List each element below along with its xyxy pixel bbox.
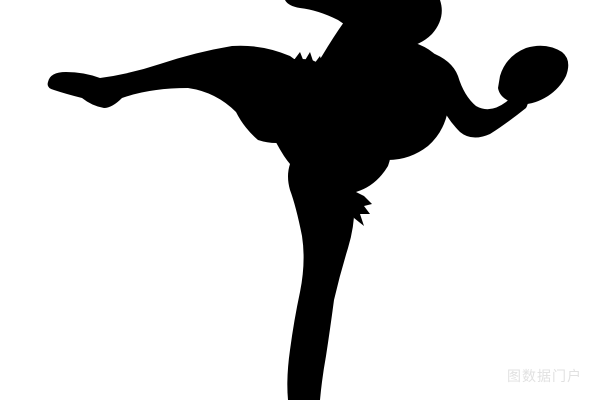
watermark-text: 图数据门户 (507, 369, 582, 385)
head-shape (285, 0, 442, 49)
standing-leg-shape (287, 161, 355, 400)
kick-leg-shape (47, 45, 321, 143)
glove-shape (498, 45, 569, 105)
shorts-shape (259, 58, 392, 194)
shorts-fringe-top (294, 52, 324, 70)
shorts-fringe-side (352, 190, 372, 226)
arm-shape (430, 52, 528, 138)
